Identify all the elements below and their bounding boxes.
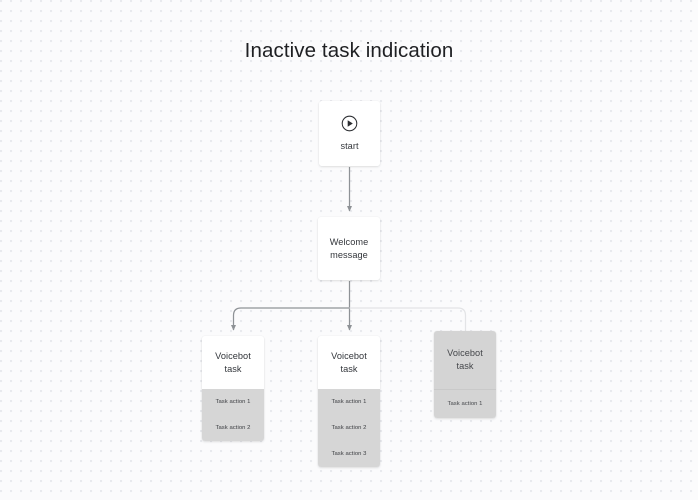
- task-action-row[interactable]: Task action 1: [215, 399, 251, 405]
- task-action-row[interactable]: Task action 1: [331, 399, 367, 405]
- node-start-head: start: [319, 101, 380, 166]
- node-welcome-line2: message: [330, 249, 368, 260]
- task-action-row[interactable]: Task action 3: [331, 451, 367, 457]
- node-task-2-head: Voicebot task: [318, 336, 380, 389]
- connector-welcome-to-task3: [349, 307, 467, 331]
- page-title: Inactive task indication: [244, 39, 454, 62]
- node-task-2-line2: task: [340, 363, 358, 374]
- node-welcome-message[interactable]: Welcome message: [318, 217, 380, 280]
- task-action-row[interactable]: Task action 2: [331, 425, 367, 431]
- node-task-1-line2: task: [224, 363, 242, 374]
- node-start-label: start: [340, 141, 359, 151]
- node-task-3-line1: Voicebot: [447, 348, 483, 358]
- connector-welcome-to-task1: [230, 307, 350, 331]
- node-task-2-actions: Task action 1 Task action 2 Task action …: [318, 389, 380, 467]
- node-start[interactable]: start: [319, 101, 380, 166]
- node-voicebot-task-2[interactable]: Voicebot task Task action 1 Task action …: [318, 336, 380, 467]
- node-voicebot-task-3-inactive[interactable]: Voicebot task Task action 1: [434, 331, 496, 418]
- node-welcome-head: Welcome message: [318, 217, 380, 280]
- play-circle-icon: [341, 115, 358, 132]
- task-action-row[interactable]: Task action 1: [447, 401, 483, 407]
- node-task-1-actions: Task action 1 Task action 2: [202, 389, 264, 441]
- node-task-1-head: Voicebot task: [202, 336, 264, 389]
- node-welcome-line1: Welcome: [329, 236, 369, 247]
- node-task-3-line2: task: [456, 361, 474, 371]
- node-task-3-actions: Task action 1: [434, 389, 496, 418]
- node-task-3-head: Voicebot task: [434, 331, 496, 389]
- node-task-1-line1: Voicebot: [215, 350, 251, 361]
- node-voicebot-task-1[interactable]: Voicebot task Task action 1 Task action …: [202, 336, 264, 441]
- task-action-row[interactable]: Task action 2: [215, 425, 251, 431]
- node-task-2-line1: Voicebot: [331, 350, 367, 361]
